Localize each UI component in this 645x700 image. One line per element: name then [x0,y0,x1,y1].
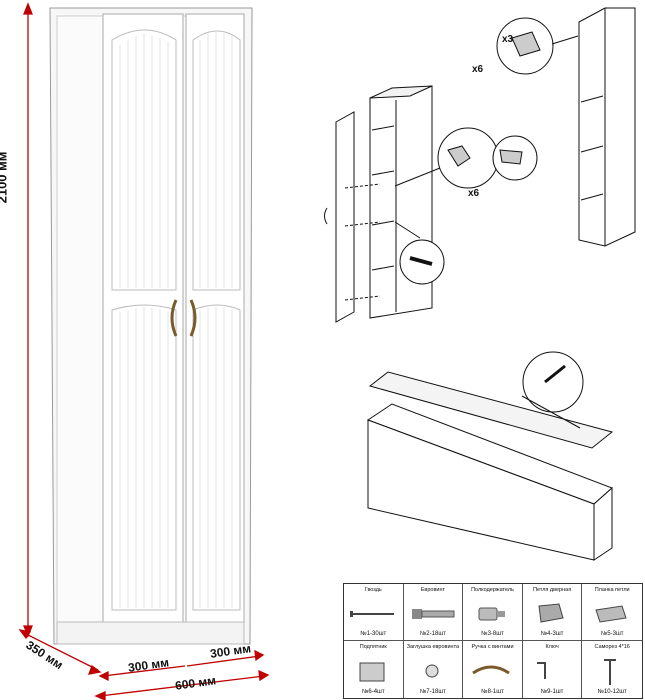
part-count: №6-4шт [361,689,385,695]
wardrobe-front-view [49,7,253,645]
parts-cell: Петля дверная №4-3шт [522,584,583,641]
parts-cell: Заглушка евровинта №7-18шт [404,641,464,698]
part-name: Полкодержатель [471,587,514,593]
screw-count-label-top: x6 [472,64,484,75]
part-count: №4-3шт [540,631,564,637]
parts-cell: Гвоздь №1-30шт [344,584,404,641]
parts-cell: Планка петли №5-3шт [582,584,642,641]
nail-icon [350,611,394,617]
part-count: №8-1шт [481,689,504,695]
euroscrew-icon [411,609,455,619]
door-hinge-icon [538,603,564,623]
part-name: Планка петли [594,587,630,593]
part-name: Евровинт [420,587,446,593]
parts-cell: Евровинт №2-18шт [403,584,464,641]
handle-icon [472,665,511,675]
parts-cell: Подпятник №6-4шт [344,641,404,698]
parts-cell: Ручка с винтами №8-1шт [463,641,523,698]
hinge-count-label: x3 [502,34,514,45]
part-name: Заглушка евровинта [406,644,460,650]
part-name: Ручка с винтами [471,644,514,650]
cap-icon [425,664,439,678]
part-count: №5-3шт [600,631,624,637]
base-assembly-sketch [366,351,614,561]
screw-count-label-mid: x6 [468,188,480,199]
part-count: №3-8шт [481,631,504,637]
left-door-handle [170,299,178,337]
part-count: №2-18шт [419,631,446,637]
dimension-lines [18,2,270,700]
part-count: №1-30шт [360,631,387,637]
hinge-assembly-sketch [324,85,538,323]
foot-pad-icon [359,662,385,682]
part-name: Ключ [545,644,559,650]
part-count: №10-12шт [597,689,627,695]
shelf-support-icon [478,607,506,621]
part-name: Петля дверная [532,587,572,593]
wood-screw-icon [604,659,617,685]
right-door-handle [189,299,197,337]
part-name: Гвоздь [364,587,382,593]
part-count: №7-18шт [419,689,446,695]
parts-cell: Полкодержатель №3-8шт [463,584,523,641]
height-dimension-label: 2100 мм [0,151,10,204]
hinge-plate-icon [595,605,628,623]
side-panel-sketch [496,7,636,247]
part-name: Подпятник [359,644,387,650]
parts-cell: Ключ №9-1шт [523,641,583,698]
part-name: Саморез 4*16 [594,644,630,650]
parts-cell: Саморез 4*16 №10-12шт [582,641,642,698]
parts-table: Гвоздь №1-30шт Евровинт №2-18шт Полкодержате… [343,583,643,699]
part-count: №9-1шт [540,689,564,695]
key-icon [536,662,546,679]
